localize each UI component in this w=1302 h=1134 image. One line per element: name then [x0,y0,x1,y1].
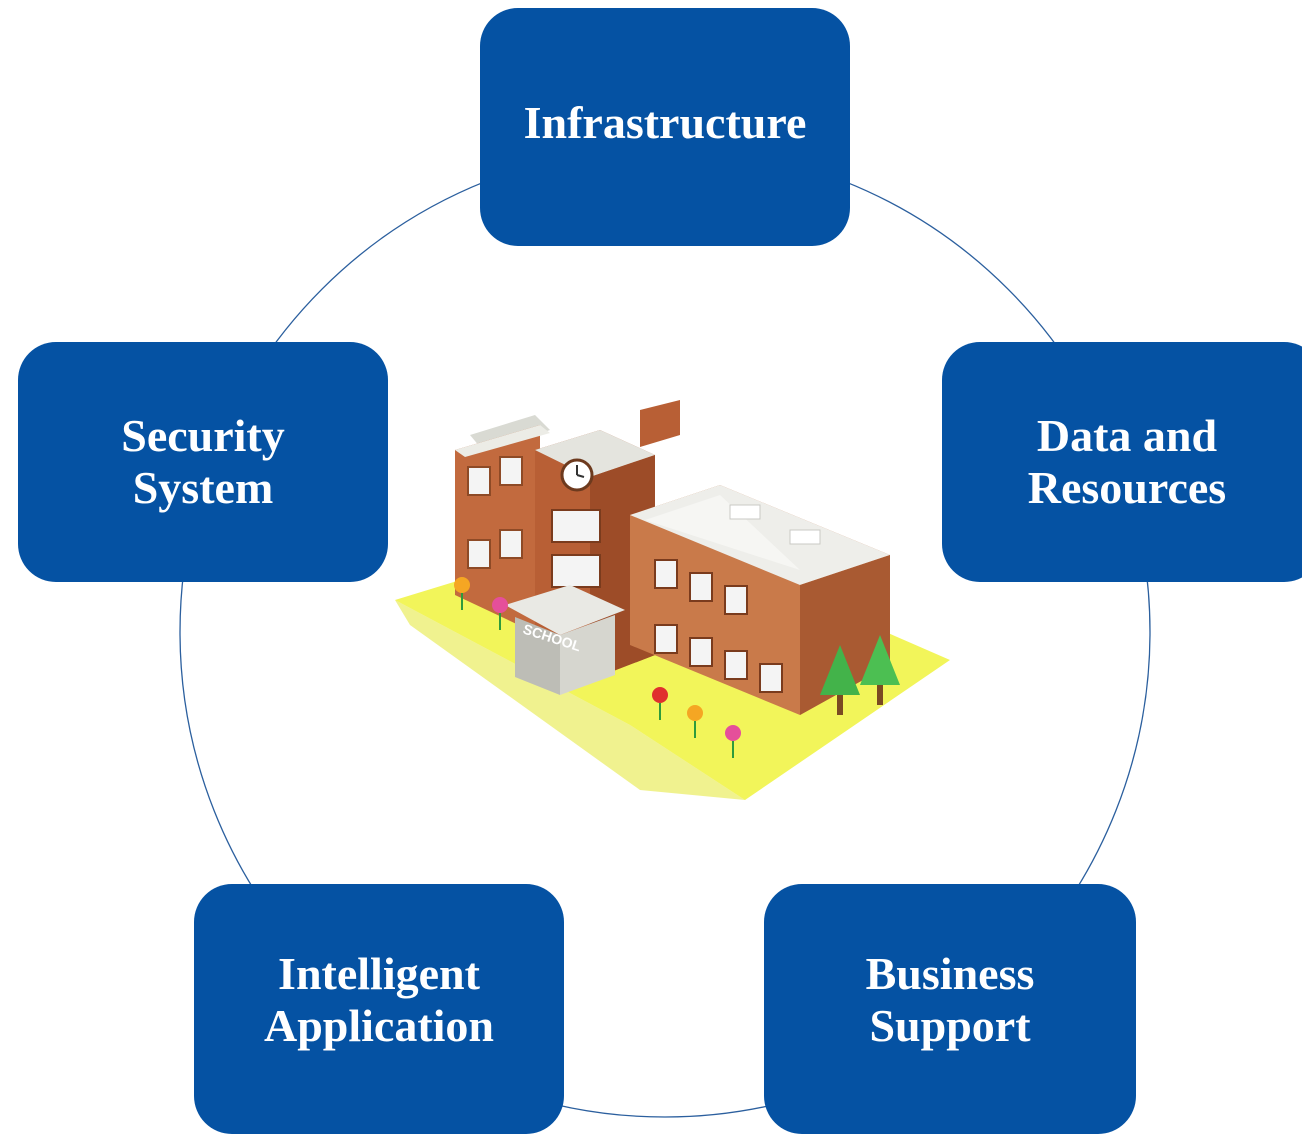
node-infrastructure: Infrastructure [480,8,850,246]
node-business-support: Business Support [764,884,1136,1134]
node-intelligent-application: Intelligent Application [194,884,564,1134]
node-label-infrastructure: Infrastructure [523,97,807,148]
node-data-and-resources: Data and Resources [942,342,1302,582]
node-security-system: Security System [18,342,388,582]
node-label-intelligent-application: Intelligent Application [263,948,495,1051]
node-label-business-support: Business Support [865,948,1035,1051]
node-label-data-and-resources: Data and Resources [1027,410,1227,513]
node-label-security-system: Security System [121,410,285,513]
school-building-icon: SCHOOL [395,400,950,800]
